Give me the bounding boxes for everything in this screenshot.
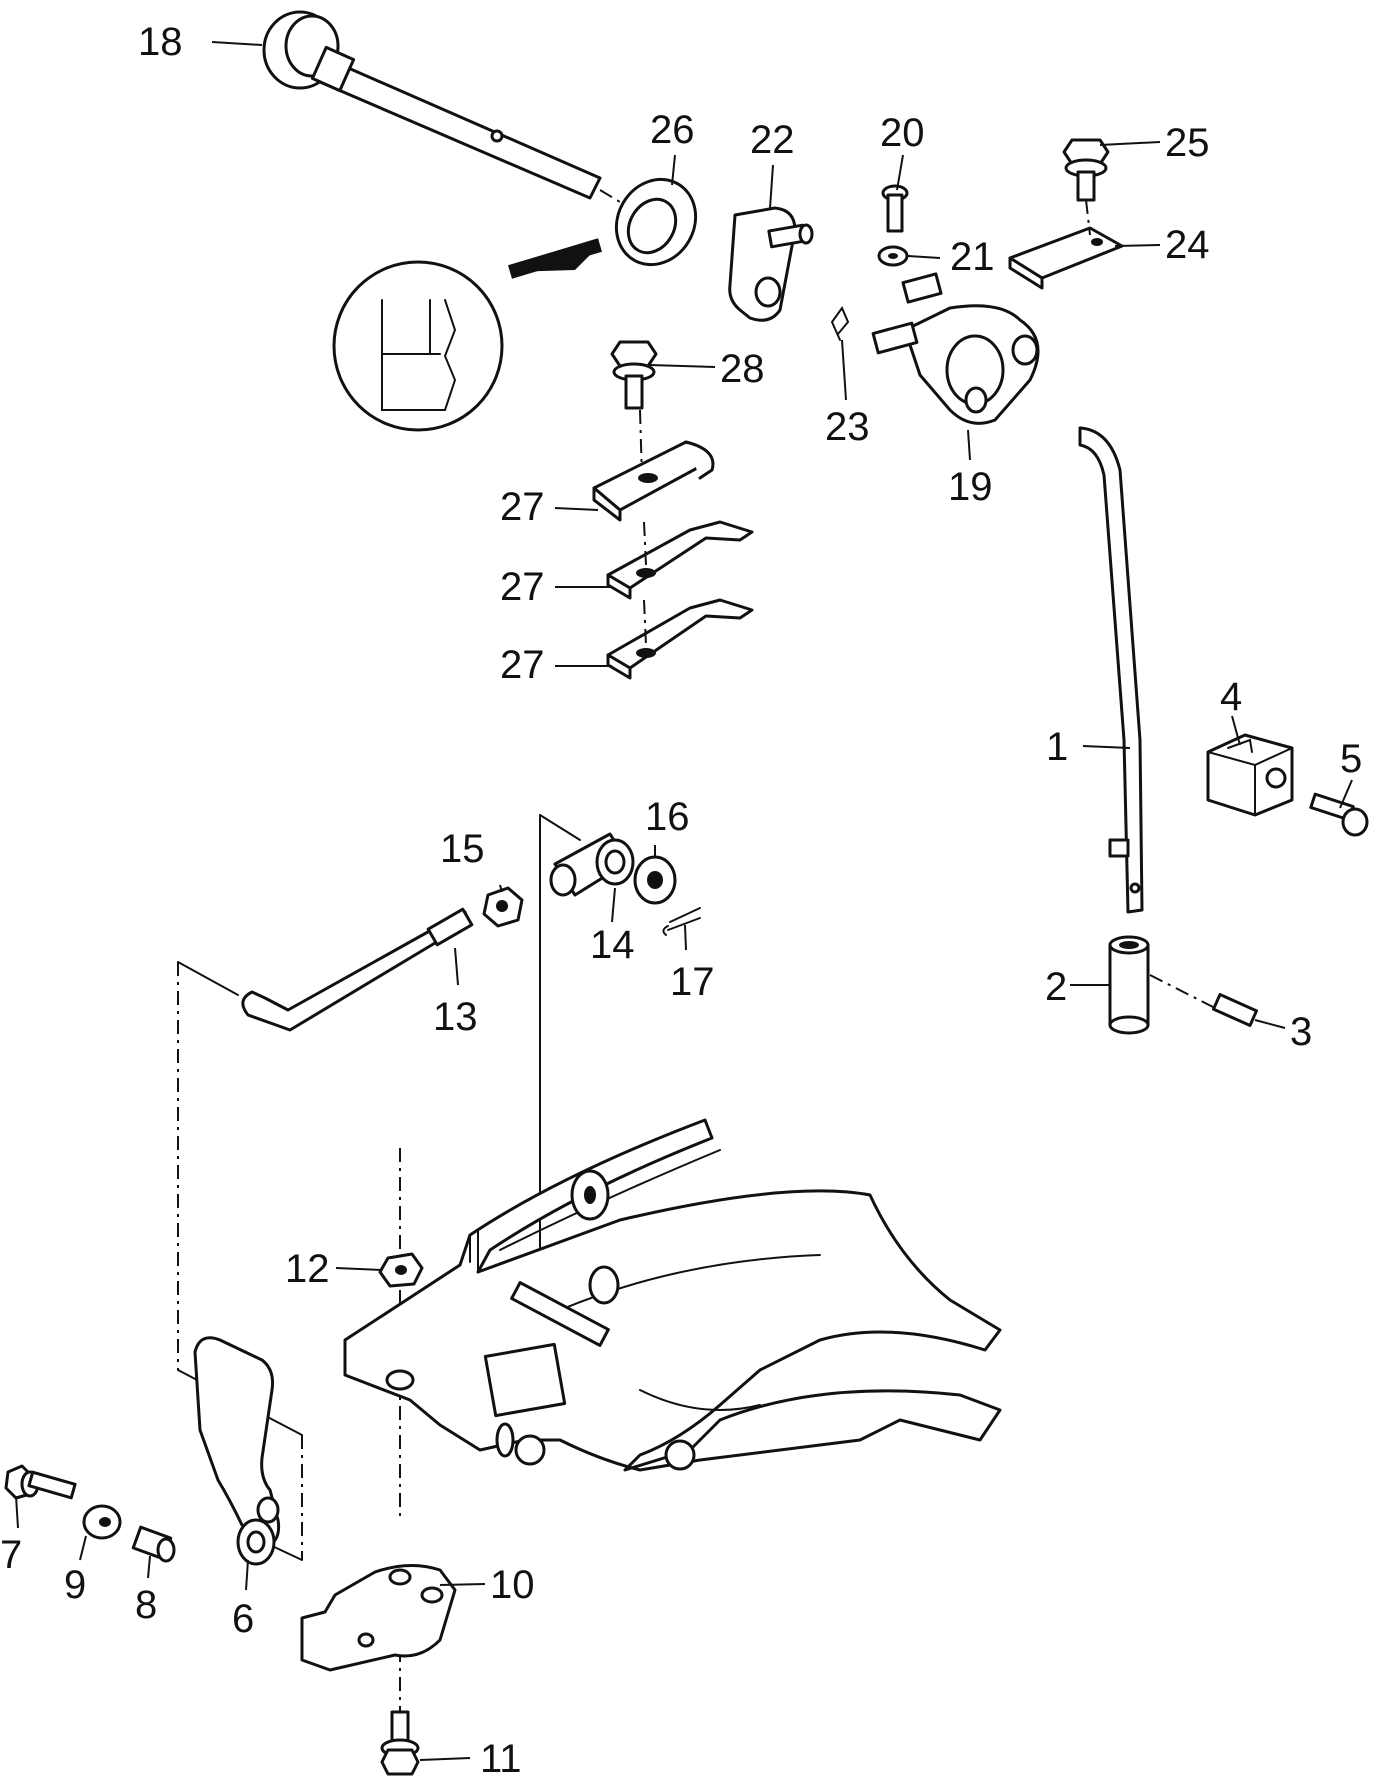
seal-detail-inset: [332, 238, 603, 432]
callout-27-upper: 27: [500, 565, 545, 609]
callout-1: 1: [1046, 725, 1068, 769]
part-17-clip: [662, 907, 701, 936]
callout-6: 6: [232, 1597, 254, 1641]
part-22-shift-lever: [728, 206, 814, 322]
callout-17: 17: [670, 960, 715, 1004]
callout-leaders: [15, 41, 1353, 1761]
callout-25: 25: [1165, 121, 1210, 165]
callout-16: 16: [645, 795, 690, 839]
callout-3: 3: [1290, 1010, 1312, 1054]
callout-22: 22: [750, 118, 795, 162]
callout-14: 14: [590, 923, 635, 967]
part-9-washer: [82, 1504, 122, 1540]
callout-24: 24: [1165, 223, 1210, 267]
callout-15: 15: [440, 827, 485, 871]
part-10-bracket: [300, 1563, 457, 1672]
callout-18: 18: [138, 20, 183, 64]
callout-27-lower: 27: [500, 643, 545, 687]
part-8-collar: [131, 1525, 176, 1563]
part-27-spring-plate-lower: [606, 598, 754, 680]
callout-19: 19: [948, 465, 993, 509]
callout-7: 7: [0, 1533, 22, 1577]
callout-8: 8: [135, 1583, 157, 1627]
callout-10: 10: [490, 1563, 535, 1607]
part-4-block: [1206, 733, 1294, 817]
part-24-plate: [1008, 199, 1124, 290]
part-15-nut: [482, 886, 524, 928]
part-25-bolt: [1062, 138, 1110, 202]
part-2-rod-connector: [1108, 935, 1216, 1035]
engine-bracket-casting: [343, 1118, 1002, 1472]
part-1-shift-rod: [1078, 426, 1144, 914]
callout-11: 11: [480, 1737, 522, 1781]
part-13-rod: [241, 907, 474, 1032]
callout-2: 2: [1045, 965, 1067, 1009]
part-27-spring-plate-upper: [606, 520, 754, 600]
callout-4: 4: [1220, 675, 1242, 719]
part-26-oil-seal: [614, 177, 698, 267]
callout-26: 26: [650, 108, 695, 152]
callout-labels: 18 26 22 20 25 21 24 28 23 19 27 27 27 1…: [0, 20, 1362, 1781]
callout-13: 13: [433, 995, 478, 1039]
part-3-pin: [1211, 993, 1259, 1027]
part-29-bolt: [610, 340, 658, 479]
callout-5: 5: [1340, 737, 1362, 781]
callout-23: 23: [825, 405, 870, 449]
part-23-clip: [830, 305, 850, 341]
part-18-shift-shaft: [262, 10, 626, 206]
part-19-shift-bracket: [871, 272, 1040, 425]
part-28-plate: [592, 440, 715, 522]
part-21-washer: [877, 245, 909, 267]
part-16-washer: [633, 855, 677, 905]
callout-28: 27: [500, 485, 545, 529]
part-12-nut: [378, 1252, 424, 1288]
part-14-swivel: [549, 832, 635, 897]
callout-9: 9: [64, 1563, 86, 1607]
part-5-screw: [1309, 792, 1369, 837]
part-11-bolt: [380, 1710, 420, 1776]
callout-12: 12: [285, 1247, 330, 1291]
callout-21: 21: [950, 235, 995, 279]
callout-29: 28: [720, 347, 765, 391]
part-6-lever: [193, 1336, 281, 1566]
part-20-screw: [881, 184, 909, 233]
callout-20: 20: [880, 111, 925, 155]
part-7-bolt: [4, 1464, 77, 1500]
